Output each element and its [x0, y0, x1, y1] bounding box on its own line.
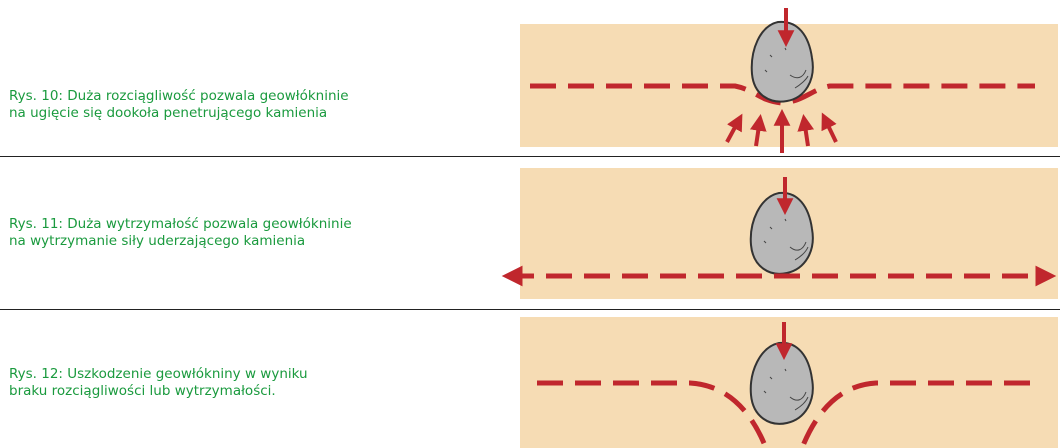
- geotextile-torn-right: [799, 380, 1030, 448]
- figure-10: Rys. 10: Duża rozciągliwość pozwala geow…: [0, 0, 1060, 157]
- pressure-arrows: [725, 108, 838, 153]
- figure-10-caption: Rys. 10: Duża rozciągliwość pozwala geow…: [9, 88, 349, 121]
- figure-10-illustration: [520, 8, 1058, 153]
- figure-11: Rys. 11: Duża wytrzymałość pozwala geowł…: [0, 157, 1060, 310]
- geotextile-torn-left: [537, 380, 769, 448]
- figure-12: Rys. 12: Uszkodzenie geowłókniny w wynik…: [0, 310, 1060, 448]
- figure-11-caption: Rys. 11: Duża wytrzymałość pozwala geowł…: [9, 216, 352, 249]
- figure-12-illustration: [520, 317, 1058, 448]
- stone-icon: [750, 20, 814, 103]
- divider: [0, 309, 1060, 310]
- divider: [0, 156, 1060, 157]
- figure-11-illustration: [501, 168, 1058, 299]
- figure-12-caption: Rys. 12: Uszkodzenie geowłókniny w wynik…: [9, 366, 308, 399]
- stone-icon: [749, 341, 814, 425]
